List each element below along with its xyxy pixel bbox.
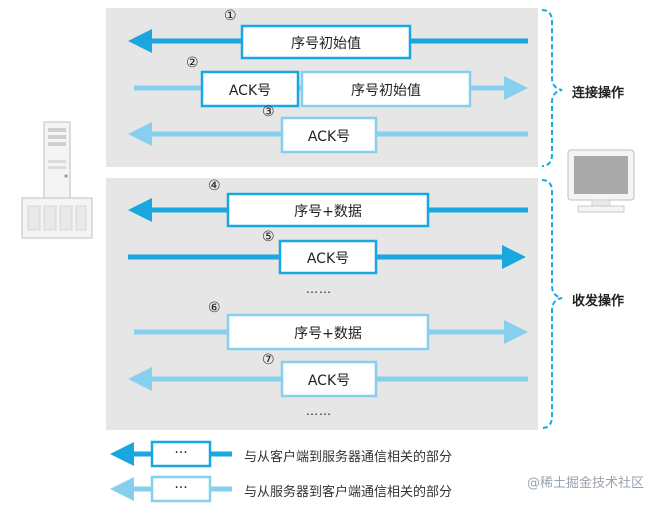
computer-monitor-icon <box>567 149 635 213</box>
packet-label-step-4: 序号+数据 <box>294 204 362 220</box>
step-number-5: ⑤ <box>262 229 275 245</box>
watermark: @稀土掘金技术社区 <box>526 476 644 491</box>
packet-box-step-7 <box>280 360 378 398</box>
packet-label-step-1: 序号初始值 <box>291 36 361 52</box>
packet-label-step-2a: ACK号 <box>228 83 272 99</box>
ellipsis-2: …… <box>306 404 332 418</box>
packet-label-step-6: 序号+数据 <box>294 326 362 342</box>
packet-box-step-6 <box>226 313 430 351</box>
step-number-1: ① <box>224 8 237 24</box>
connection-brace <box>541 9 563 167</box>
packet-box-step-2b <box>300 70 472 108</box>
ellipsis-1: …… <box>306 282 332 296</box>
legend-box-text-1: ··· <box>174 445 188 461</box>
step-number-6: ⑥ <box>208 300 221 316</box>
server-tower-icon <box>21 121 93 239</box>
packet-box-step-1 <box>240 24 412 60</box>
packet-box-step-3 <box>280 116 378 154</box>
step-number-2: ② <box>186 55 199 71</box>
packet-label-step-5: ACK号 <box>306 251 350 267</box>
connection-phase-label: 连接操作 <box>572 86 625 101</box>
packet-box-step-2a <box>200 70 300 108</box>
step-number-7: ⑦ <box>262 352 275 368</box>
legend-server-to-client-text: 与从服务器到客户端通信相关的部分 <box>244 485 453 500</box>
packet-label-step-3: ACK号 <box>307 129 351 145</box>
transfer-brace <box>541 179 563 429</box>
legend-client-to-server <box>110 440 232 468</box>
packet-label-step-2b: 序号初始值 <box>351 83 421 99</box>
packet-box-step-4 <box>226 192 430 228</box>
legend-client-to-server-text: 与从客户端到服务器通信相关的部分 <box>244 450 453 465</box>
packet-label-step-7: ACK号 <box>307 373 351 389</box>
step-number-4: ④ <box>208 178 221 194</box>
legend-server-to-client <box>110 475 232 503</box>
transfer-phase-label: 收发操作 <box>572 294 625 309</box>
step-number-3: ③ <box>262 104 275 120</box>
legend-box-text-2: ··· <box>174 480 188 496</box>
packet-box-step-5 <box>278 239 378 275</box>
